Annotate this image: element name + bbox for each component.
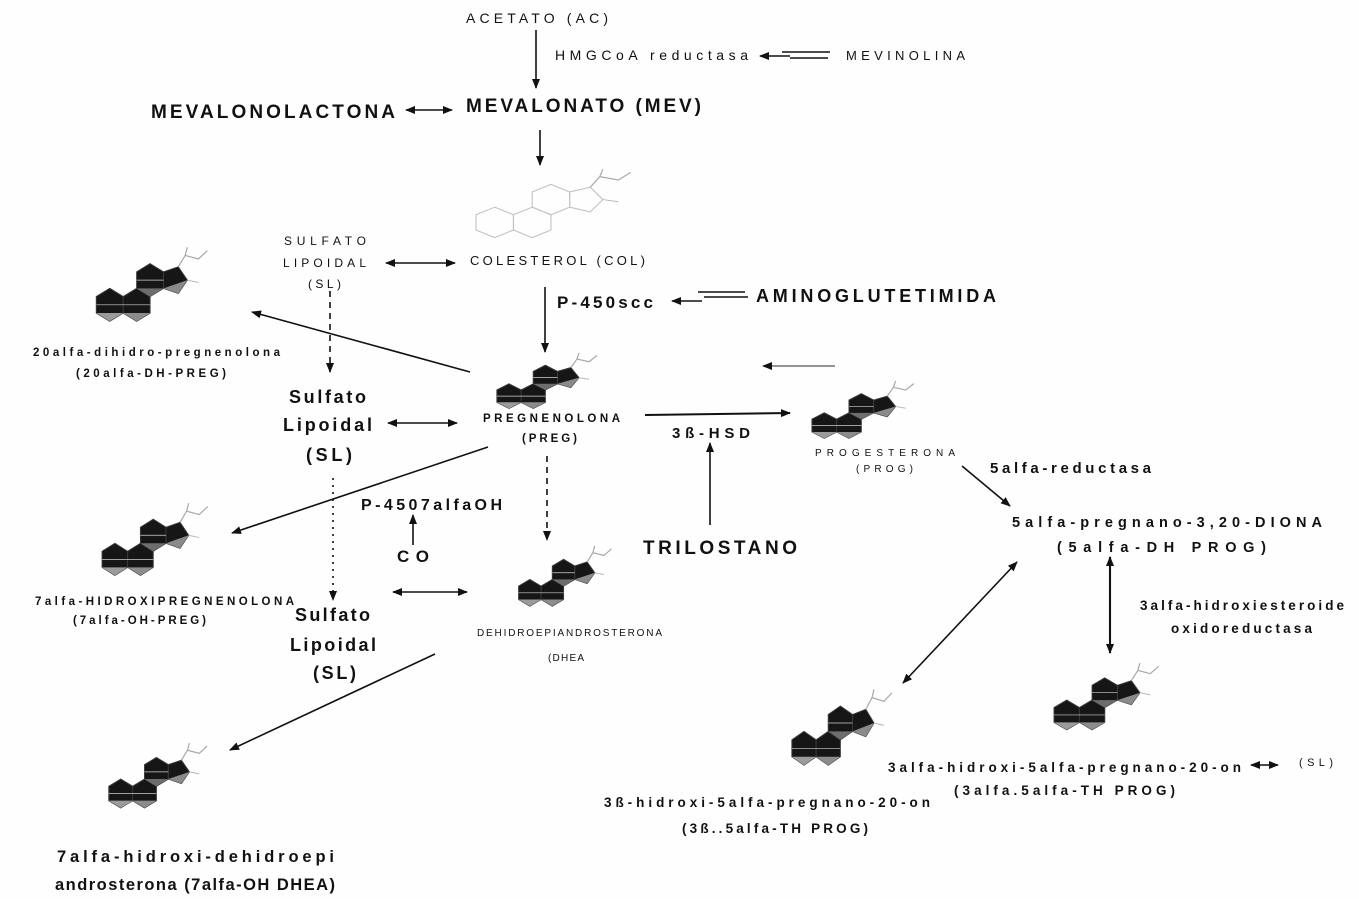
dione-abbr: (5alfa-DH PROG): [1057, 540, 1266, 556]
co-label: CO: [397, 547, 429, 566]
arrow-pregnenolone-to-hydroxypregnenolone: [231, 446, 489, 534]
lipoidal-sulfate-2-line-2: Lipoidal: [283, 415, 372, 435]
hydroxy-dhea-structure-icon: [109, 743, 207, 808]
dhea-label: DEHIDROEPIANDROSTERONA: [477, 628, 662, 639]
dihydro-pregnenolone-label: 20alfa-dihidro-pregnenolona: [33, 347, 281, 359]
dihydro-pregnenolone-structure-icon: [96, 247, 207, 321]
lipoidal-sulfate-3-line-1: Sulfato: [295, 605, 370, 625]
dione-label: 5alfa-pregnano-3,20-DIONA: [1012, 515, 1323, 531]
arrow-dione-isopregnanolone: [902, 561, 1018, 684]
arrow-pregnenolone-to-progesterone: [644, 409, 791, 418]
lipoidal-sulfate-2-line-3: (SL): [306, 445, 352, 465]
hsd3b-label: 3ß-HSD: [672, 425, 750, 442]
progesterone-abbr: (PROG): [856, 464, 913, 475]
trilostano-label: TRILOSTANO: [643, 538, 797, 559]
progesterone-structure-icon: [812, 381, 914, 438]
lipoidal-sulfate-3-line-2: Lipoidal: [290, 635, 376, 655]
mevalonate-label: MEVALONATO (MEV): [466, 96, 701, 117]
isopregnanolone-abbr: (3ß..5alfa-TH PROG): [682, 821, 868, 836]
pregnenolone-structure-icon: [497, 353, 597, 409]
lipoidal-sulfate-4-label: (SL): [1299, 757, 1333, 769]
isopregnanolone-structure-icon: [792, 689, 892, 765]
mevinolina-label: MEVINOLINA: [846, 48, 965, 63]
pregnenolone-label: PREGNENOLONA: [483, 413, 620, 425]
dhea-structure-icon: [519, 546, 612, 606]
arrow-progesterone-to-dione: [961, 465, 1011, 507]
dhea-abbr: (DHEA: [548, 653, 584, 664]
pregnenolone-abbr: (PREG): [522, 433, 577, 445]
hmgcoa-reductase-label: HMGCoA reductasa: [555, 47, 748, 63]
hydroxypregnenolone-abbr: (7alfa-OH-PREG): [73, 615, 206, 627]
arrow-pregnenolone-to-dihydro-pregnenolone: [251, 310, 471, 373]
dihydro-pregnenolone-abbr: (20alfa-DH-PREG): [76, 368, 226, 380]
lipoidal-sulfate-1-line-1: SULFATO: [284, 234, 366, 248]
progesterone-label: PROGESTERONA: [815, 448, 955, 459]
lipoidal-sulfate-1-line-2: LIPOIDAL: [283, 256, 366, 270]
aminoglutetimida-label: AMINOGLUTETIMIDA: [756, 286, 996, 306]
hydroxy-dhea-label-line-2: androsterona (7alfa-OH DHEA): [55, 876, 335, 894]
hsd3a-label-line-1: 3alfa-hidroxiesteroide: [1140, 598, 1344, 613]
mevalonolactone-label: MEVALONOLACTONA: [151, 102, 395, 123]
allopregnanolone-structure-icon: [1054, 663, 1159, 730]
acetate-label: ACETATO (AC): [466, 10, 608, 26]
lipoidal-sulfate-2-line-1: Sulfato: [289, 387, 366, 407]
hydroxypregnenolone-label: 7alfa-HIDROXIPREGNENOLONA: [35, 596, 294, 608]
p450scc-label: P-450scc: [557, 293, 653, 312]
lipoidal-sulfate-3-line-3: (SL): [313, 663, 356, 683]
hydroxypregnenolone-structure-icon: [102, 503, 208, 575]
p450-7alfa-label: P-4507alfaOH: [361, 497, 502, 514]
cholesterol-structure-icon: [475, 168, 632, 239]
reductase-5alfa-label: 5alfa-reductasa: [990, 460, 1152, 477]
cholesterol-label: COLESTEROL (COL): [470, 253, 645, 268]
isopregnanolone-label: 3ß-hidroxi-5alfa-pregnano-20-on: [604, 795, 930, 810]
hydroxy-dhea-label-line-1: 7alfa-hidroxi-dehidroepi: [57, 848, 334, 866]
arrow-sulfate-to-hydroxy-dhea: [229, 653, 436, 751]
hsd3a-label-line-2: oxidoreductasa: [1171, 621, 1312, 636]
allopregnanolone-label: 3alfa-hidroxi-5alfa-pregnano-20-on: [888, 760, 1241, 775]
lipoidal-sulfate-1-line-3: (SL): [308, 277, 341, 291]
allopregnanolone-abbr: (3alfa.5alfa-TH PROG): [954, 783, 1175, 798]
